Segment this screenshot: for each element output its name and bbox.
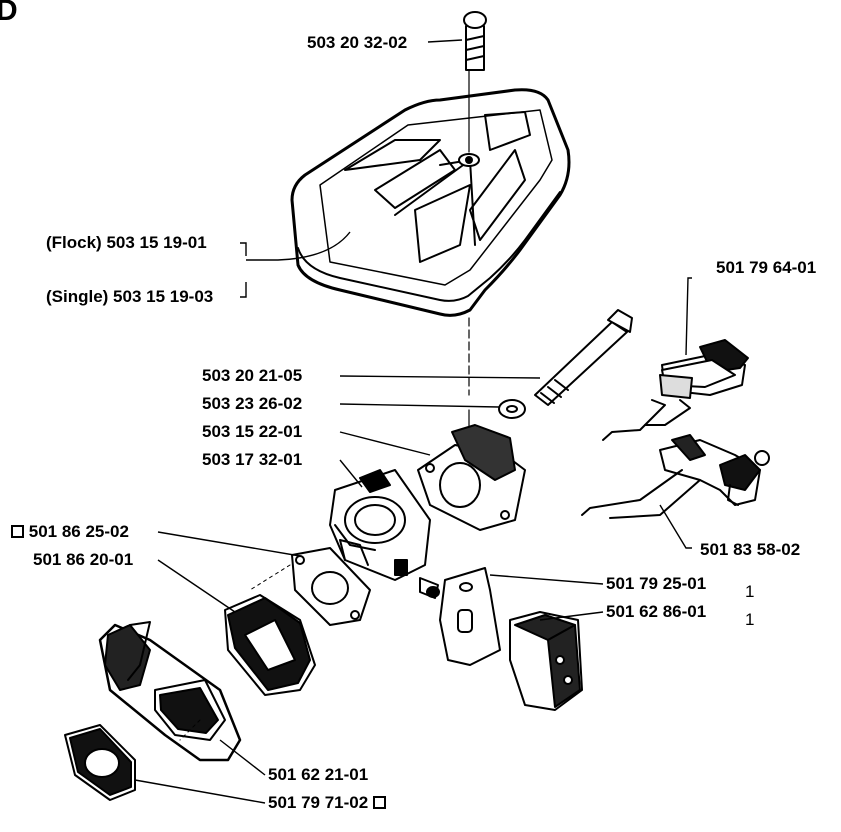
section-mark: D <box>0 0 18 27</box>
long-bolt-part <box>534 309 633 406</box>
base-plate-part <box>98 621 242 762</box>
label-cover-flock: (Flock) 503 15 19-01 <box>46 233 207 252</box>
label-switch: 501 79 64-01 <box>716 258 817 277</box>
carburetor-part <box>329 469 440 599</box>
label-filter-block: 501 62 86-01 <box>606 602 707 621</box>
air-filter-cover-part <box>290 88 571 317</box>
label-bottom-gasket-text: 501 79 71-02 <box>268 793 369 812</box>
leader-lines <box>134 39 692 804</box>
label-washer: 503 23 26-02 <box>202 394 303 413</box>
label-bolt-top: 503 20 32-02 <box>307 33 408 52</box>
adapter-part <box>224 594 316 696</box>
throttle-plate-part <box>439 567 501 666</box>
note-mark-1: 1 <box>745 582 755 601</box>
label-intake: 503 15 22-01 <box>202 422 303 441</box>
label-plate: 501 79 25-01 <box>606 574 707 593</box>
label-cover-single: (Single) 503 15 19-03 <box>46 287 214 306</box>
label-gasket-boxed: 501 86 25-02 <box>11 522 129 542</box>
link-rod-part <box>581 434 770 519</box>
washer-part <box>498 399 526 419</box>
square-marker-icon <box>372 796 386 809</box>
switch-assembly-part <box>602 339 749 441</box>
bottom-gasket-part <box>64 724 136 801</box>
label-link-rod: 501 83 58-02 <box>700 540 801 559</box>
label-bottom-gasket: 501 79 71-02 <box>268 793 386 813</box>
gasket-part <box>291 547 371 626</box>
note-mark-2: 1 <box>745 610 755 629</box>
intake-manifold-part <box>417 424 526 531</box>
label-adapter: 501 86 20-01 <box>33 550 134 569</box>
label-gasket-text: 501 86 25-02 <box>28 522 129 541</box>
label-base-plate: 501 62 21-01 <box>268 765 369 784</box>
top-bolt-part <box>463 11 487 71</box>
label-carburetor: 503 17 32-01 <box>202 450 303 469</box>
label-long-bolt: 503 20 21-05 <box>202 366 303 385</box>
filter-block-part <box>509 611 583 711</box>
square-marker-icon <box>11 525 24 538</box>
